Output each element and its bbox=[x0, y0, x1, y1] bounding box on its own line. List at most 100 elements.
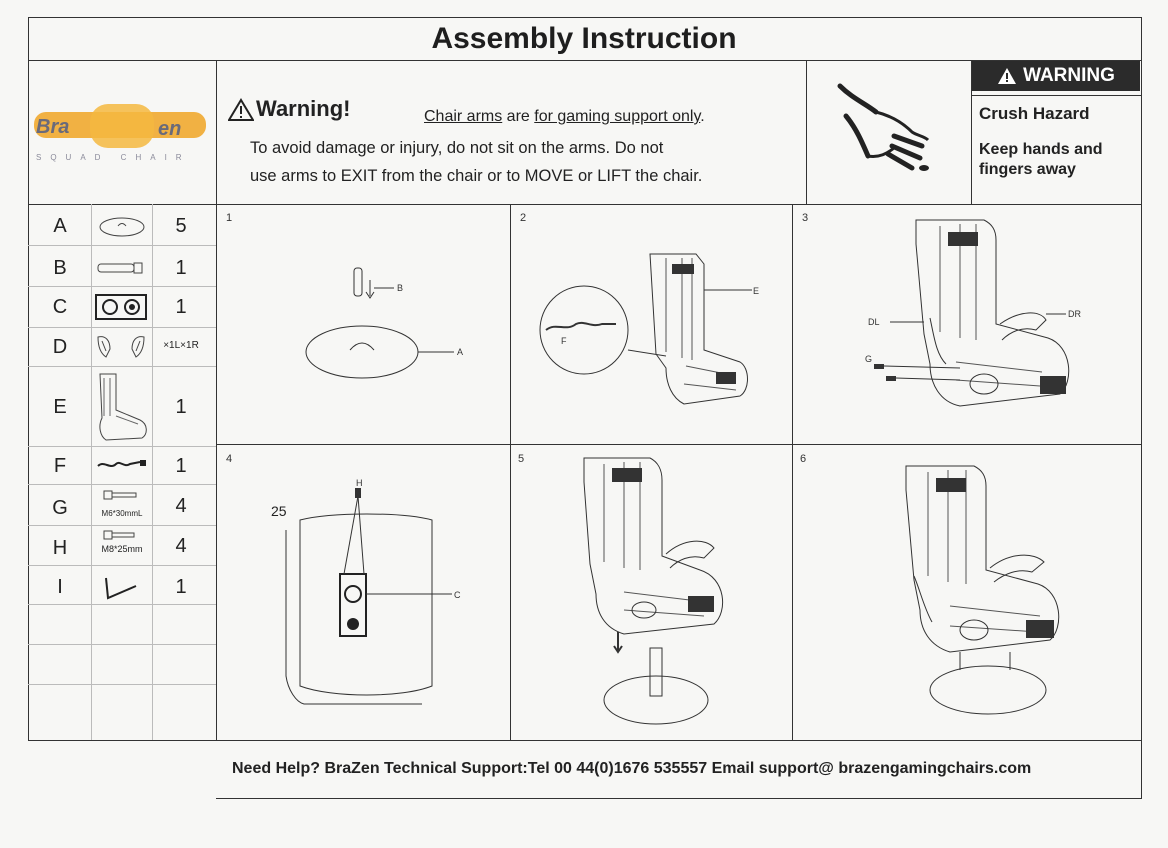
warning-title: Warning! bbox=[228, 96, 351, 122]
warning-triangle-icon bbox=[228, 98, 254, 121]
svg-text:en: en bbox=[158, 118, 181, 140]
part-qty-g: 4 bbox=[175, 495, 187, 517]
part-note-h: M8*25mm bbox=[101, 544, 143, 554]
part-note-g: M6*30mmL bbox=[101, 509, 143, 518]
grid-col2 bbox=[792, 204, 793, 740]
part-qty-b: 1 bbox=[175, 257, 187, 279]
warnbox-rule bbox=[972, 95, 1142, 96]
crush-hazard-label: Crush Hazard bbox=[979, 104, 1090, 123]
svg-text:Bra: Bra bbox=[36, 116, 69, 138]
part-qty-i: 1 bbox=[175, 576, 187, 598]
cap-icon bbox=[99, 217, 145, 237]
brazen-logo: Bra en SQUAD CHAIR bbox=[34, 104, 206, 162]
part-letter-c: C bbox=[52, 296, 68, 318]
step-2-diagram bbox=[539, 253, 752, 405]
step-5-diagram bbox=[583, 457, 723, 725]
warning-subtitle-are: are bbox=[502, 108, 535, 125]
parts-row-11 bbox=[28, 684, 216, 685]
callout-25: 25 bbox=[271, 503, 287, 519]
step-1-diagram bbox=[305, 267, 454, 379]
parts-row-9 bbox=[28, 604, 216, 605]
frame-footer-bottom bbox=[216, 798, 1142, 799]
armrest-pair-icon bbox=[97, 336, 145, 358]
callout-dr: DR bbox=[1068, 309, 1081, 319]
control-box-icon bbox=[95, 294, 147, 320]
callout-b: B bbox=[397, 283, 404, 293]
parts-row-1 bbox=[28, 245, 216, 246]
part-qty-a: 5 bbox=[175, 215, 187, 237]
callout-h: H bbox=[356, 478, 363, 488]
parts-col-b bbox=[152, 204, 153, 740]
warning-triangle-icon bbox=[998, 68, 1017, 84]
part-letter-a: A bbox=[53, 215, 67, 237]
warning-box-heading-text: WARNING bbox=[1023, 65, 1115, 86]
part-qty-h: 4 bbox=[175, 535, 187, 557]
part-qty-f: 1 bbox=[175, 455, 187, 477]
part-letter-h: H bbox=[52, 537, 68, 559]
callout-g: G bbox=[865, 354, 873, 364]
warning-subtitle-support: for gaming support only bbox=[534, 108, 701, 125]
allen-key-icon bbox=[105, 577, 137, 600]
part-letter-d: D bbox=[52, 336, 68, 358]
warning-title-text: Warning! bbox=[256, 96, 351, 121]
hand-crush-icon bbox=[837, 83, 930, 171]
parts-row-7 bbox=[28, 525, 216, 526]
parts-row-8 bbox=[28, 565, 216, 566]
part-letter-e: E bbox=[53, 396, 67, 418]
parts-col-a bbox=[91, 204, 92, 740]
svg-text:SQUAD CHAIR: SQUAD CHAIR bbox=[36, 153, 191, 162]
warning-line-2: use arms to EXIT from the chair or to MO… bbox=[250, 167, 703, 185]
frame-warnbox-divider bbox=[971, 60, 972, 204]
frame-right bbox=[1141, 17, 1142, 798]
keep-hands-label: Keep hands and fingers away bbox=[979, 141, 1103, 178]
frame-parts-divider bbox=[216, 60, 217, 740]
warning-body: To avoid damage or injury, do not sit on… bbox=[250, 134, 810, 190]
parts-row-10 bbox=[28, 644, 216, 645]
parts-row-5 bbox=[28, 446, 216, 447]
step-number-5: 5 bbox=[518, 453, 525, 465]
step-number-2: 2 bbox=[520, 212, 527, 224]
warning-subtitle-arms: Chair arms bbox=[424, 108, 503, 125]
parts-row-2 bbox=[28, 286, 216, 287]
warning-line-1: To avoid damage or injury, do not sit on… bbox=[250, 139, 664, 157]
callout-f: F bbox=[561, 336, 567, 346]
parts-row-6 bbox=[28, 484, 216, 485]
step-number-4: 4 bbox=[226, 453, 233, 465]
frame-warning-divider bbox=[806, 60, 807, 204]
parts-row-3 bbox=[28, 327, 216, 328]
chair-body-icon bbox=[99, 373, 147, 441]
grid-col1 bbox=[510, 204, 511, 740]
frame-top bbox=[28, 17, 1142, 18]
callout-e: E bbox=[753, 286, 760, 296]
callout-dl: DL bbox=[868, 317, 880, 327]
part-letter-f: F bbox=[53, 455, 67, 477]
frame-title-divider bbox=[28, 60, 1142, 61]
parts-row-4 bbox=[28, 366, 216, 367]
cable-icon bbox=[97, 460, 146, 467]
step-number-6: 6 bbox=[800, 453, 807, 465]
callout-a: A bbox=[457, 347, 464, 357]
warning-subtitle-period: . bbox=[700, 108, 705, 125]
step-number-3: 3 bbox=[802, 212, 809, 224]
frame-header-divider bbox=[28, 204, 1142, 205]
part-letter-i: I bbox=[57, 576, 63, 598]
support-footer: Need Help? BraZen Technical Support:Tel … bbox=[232, 760, 1032, 777]
pin-icon bbox=[97, 262, 143, 274]
bolt-icon bbox=[103, 530, 135, 540]
frame-left bbox=[28, 17, 29, 740]
page-title: Assembly Instruction bbox=[431, 22, 737, 55]
step-4-diagram bbox=[285, 488, 452, 705]
part-letter-g: G bbox=[52, 497, 68, 519]
callout-c: C bbox=[454, 590, 461, 600]
warning-subtitle: Chair arms are for gaming support only. bbox=[424, 108, 705, 126]
bolt-icon bbox=[103, 490, 137, 500]
step-3-diagram bbox=[874, 219, 1070, 407]
step-number-1: 1 bbox=[226, 212, 233, 224]
grid-row-divider bbox=[216, 444, 1142, 445]
part-qty-e: 1 bbox=[175, 396, 187, 418]
warning-box-heading: WARNING bbox=[972, 61, 1140, 91]
part-qty-d: ×1L×1R bbox=[163, 340, 199, 351]
step-6-diagram bbox=[905, 465, 1060, 715]
part-qty-c: 1 bbox=[175, 296, 187, 318]
